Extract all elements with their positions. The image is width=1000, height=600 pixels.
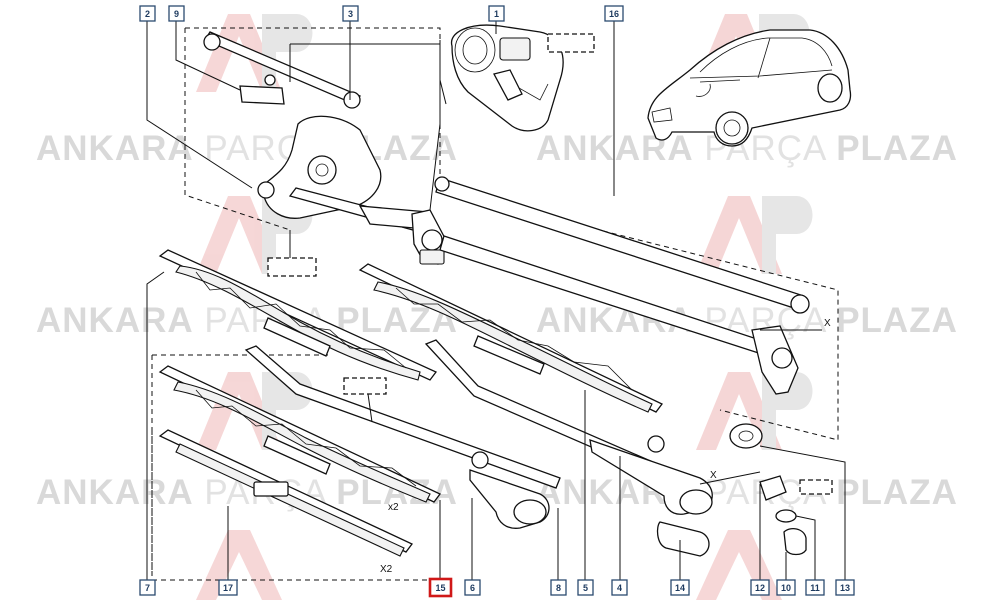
callout-10: 10 bbox=[776, 579, 796, 596]
svg-text:5: 5 bbox=[583, 583, 588, 593]
callout-8: 8 bbox=[550, 579, 567, 596]
linkage-x-label: X bbox=[824, 318, 831, 329]
svg-text:4: 4 bbox=[617, 583, 622, 593]
svg-text:11: 11 bbox=[810, 583, 820, 593]
wiper-blade-left bbox=[158, 249, 438, 381]
svg-text:17: 17 bbox=[223, 583, 233, 593]
svg-text:6: 6 bbox=[470, 583, 475, 593]
svg-text:1: 1 bbox=[494, 9, 499, 19]
watermark-text: ANKARA PARÇA PLAZA bbox=[36, 473, 458, 512]
blade-refill-qty-label: X2 bbox=[380, 564, 393, 575]
svg-text:2: 2 bbox=[145, 9, 150, 19]
watermark-text: ANKARA PARÇA PLAZA bbox=[536, 473, 958, 512]
svg-text:10: 10 bbox=[781, 583, 791, 593]
svg-text:16: 16 bbox=[609, 9, 619, 19]
callout-13: 13 bbox=[835, 579, 855, 596]
blade-qty-label: x2 bbox=[388, 502, 399, 513]
watermark-text: ANKARA PARÇA PLAZA bbox=[536, 301, 958, 340]
callout-1: 1 bbox=[488, 5, 505, 22]
svg-text:12: 12 bbox=[755, 583, 765, 593]
callout-6: 6 bbox=[464, 579, 481, 596]
callout-11: 11 bbox=[805, 579, 825, 596]
spindle-parts bbox=[729, 423, 833, 556]
svg-text:7: 7 bbox=[145, 583, 150, 593]
wiper-motor bbox=[450, 24, 595, 132]
svg-text:14: 14 bbox=[675, 583, 685, 593]
svg-text:3: 3 bbox=[348, 9, 353, 19]
watermark-text: ANKARA PARÇA PLAZA bbox=[36, 129, 458, 168]
callout-16: 16 bbox=[604, 5, 624, 22]
wiper-blade-right bbox=[358, 263, 663, 413]
svg-text:13: 13 bbox=[840, 583, 850, 593]
svg-text:9: 9 bbox=[174, 9, 179, 19]
watermark-text: ANKARA PARÇA PLAZA bbox=[36, 301, 458, 340]
car-illustration bbox=[647, 29, 852, 147]
callout-3: 3 bbox=[342, 5, 359, 22]
wiper-linkage bbox=[203, 31, 810, 395]
callout-12: 12 bbox=[750, 579, 770, 596]
wiper-arms bbox=[244, 339, 713, 557]
leader-lines bbox=[146, 20, 846, 580]
callout-7: 7 bbox=[139, 579, 156, 596]
diagram-labels: X X x2 X2 bbox=[380, 318, 831, 575]
wiper-blade-lower bbox=[158, 365, 441, 557]
arm-x-label: X bbox=[710, 470, 717, 481]
svg-text:8: 8 bbox=[556, 583, 561, 593]
callout-2: 2 bbox=[139, 5, 156, 22]
callouts: 2 9 3 1 16 7 17 15 6 8 5 4 14 12 10 11 1… bbox=[139, 5, 855, 598]
callout-14: 14 bbox=[670, 579, 690, 596]
callout-4: 4 bbox=[611, 579, 628, 596]
svg-text:15: 15 bbox=[435, 583, 445, 593]
callout-9: 9 bbox=[168, 5, 185, 22]
callout-15: 15 bbox=[428, 577, 453, 598]
callout-5: 5 bbox=[577, 579, 594, 596]
callout-17: 17 bbox=[218, 579, 238, 596]
